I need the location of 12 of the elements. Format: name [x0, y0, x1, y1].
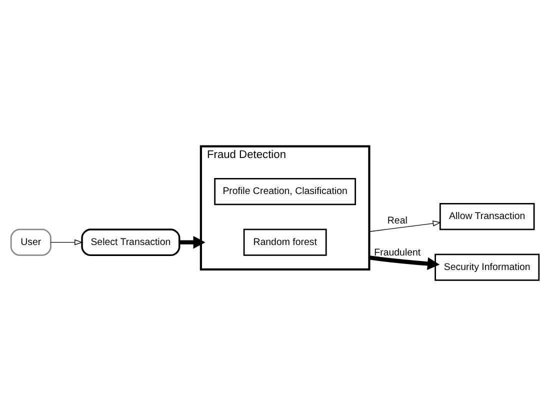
node-box: Random forest — [243, 228, 327, 256]
edge-label: Real — [387, 215, 408, 226]
node-box: Select Transaction — [81, 228, 180, 256]
node-box: User — [10, 228, 52, 256]
node-box: Allow Transaction — [439, 202, 535, 230]
node-box: Profile Creation, Clasification — [214, 178, 356, 205]
edge-label: Fraudulent — [374, 247, 421, 258]
arrow — [368, 255, 440, 270]
node-box: Security Information — [434, 253, 540, 280]
arrow — [179, 235, 206, 248]
arrow — [50, 238, 83, 245]
arrow — [368, 220, 442, 232]
